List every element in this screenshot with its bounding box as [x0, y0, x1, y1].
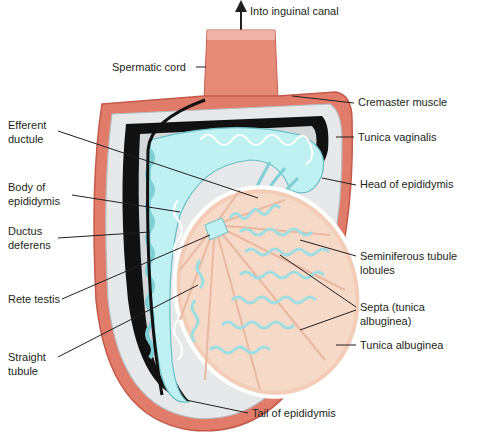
part-label: Tunica albuginea — [360, 338, 480, 352]
part-label: Cremaster muscle — [358, 95, 448, 109]
part-label: Tail of epididymis — [252, 406, 372, 420]
part-label: Into inguinal canal — [250, 4, 390, 18]
part-label: Efferent ductule — [8, 118, 63, 146]
epididymis-coil — [200, 135, 312, 164]
part-label: Seminiferous tubule lobules — [360, 249, 470, 277]
part-label: Septa (tunica albuginea) — [360, 300, 470, 328]
part-label: Head of epididymis — [360, 177, 460, 191]
leader-lines — [58, 67, 356, 413]
part-label: Straight tubule — [8, 350, 63, 378]
part-label: Rete testis — [8, 292, 63, 306]
septa — [180, 190, 345, 390]
part-label: Body of epididymis — [8, 180, 73, 208]
cord-fade — [207, 30, 275, 40]
part-label: Tunica vaginalis — [358, 130, 468, 144]
part-label: Spermatic cord — [112, 60, 202, 74]
spermatic-cord — [204, 30, 278, 100]
part-label: Ductus deferens — [8, 224, 63, 252]
testis-inner — [155, 170, 380, 413]
rete-testis — [205, 218, 228, 240]
seminiferous-lobules — [192, 205, 329, 353]
